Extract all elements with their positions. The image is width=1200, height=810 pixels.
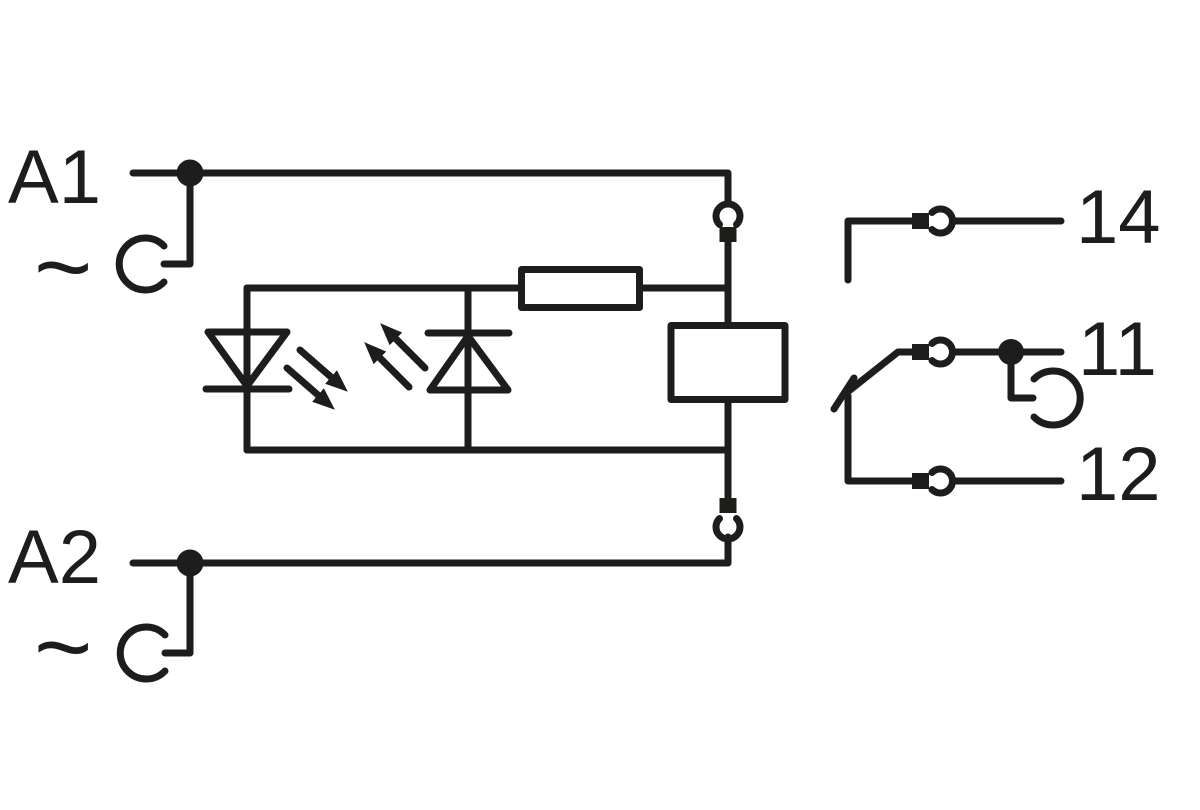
plug-pin-14-icon	[912, 213, 929, 229]
terminal-label-11: 11	[1078, 307, 1157, 392]
a1-supply-rail	[129, 169, 732, 208]
led-arrow-icon	[283, 364, 335, 410]
led-arrow-icon	[296, 346, 348, 392]
ac-symbol-a1: ~	[34, 211, 92, 323]
a2-clamp-lead	[161, 559, 194, 657]
contact-circuit	[830, 205, 1084, 497]
coil-circuit	[115, 159, 789, 683]
labels: A1 ~ A2 ~ 14 11 12	[8, 135, 1161, 703]
reverse-diode-icon	[426, 332, 512, 394]
plug-pin-12-icon	[912, 473, 929, 489]
contact-12-lead	[844, 392, 916, 485]
changeover-contact-arm	[841, 348, 916, 398]
led-arrow-icon	[364, 342, 413, 391]
terminal-label-12: 12	[1076, 432, 1161, 517]
plug-socket-top-icon	[712, 200, 744, 228]
terminal-label-a2: A2	[8, 515, 101, 600]
led-arrow-icon	[380, 323, 429, 372]
terminal-label-14: 14	[1076, 175, 1161, 260]
a2-supply-rail	[129, 533, 732, 567]
contact-14-stub	[844, 217, 916, 284]
contact-11-clamp-lead	[1007, 348, 1037, 402]
relay-coil-icon	[667, 322, 789, 403]
plug-socket-14-icon	[928, 205, 956, 237]
ac-symbol-a2: ~	[34, 591, 92, 703]
clamp-terminal-a1-icon	[115, 234, 168, 294]
series-resistor-icon	[518, 266, 643, 311]
plug-pin-11-icon	[912, 344, 929, 360]
clamp-terminal-a2-icon	[116, 623, 169, 683]
terminal-label-a1: A1	[8, 135, 101, 220]
plug-socket-11-icon	[928, 336, 956, 368]
plug-pin-bottom-icon	[719, 498, 737, 513]
a1-clamp-lead	[160, 169, 194, 268]
led-indicator-icon	[204, 328, 291, 390]
contact-pivot-tick	[830, 374, 858, 413]
plug-socket-12-icon	[928, 465, 956, 497]
plug-pin-top-icon	[719, 227, 737, 242]
clamp-terminal-11-icon	[1030, 367, 1084, 429]
